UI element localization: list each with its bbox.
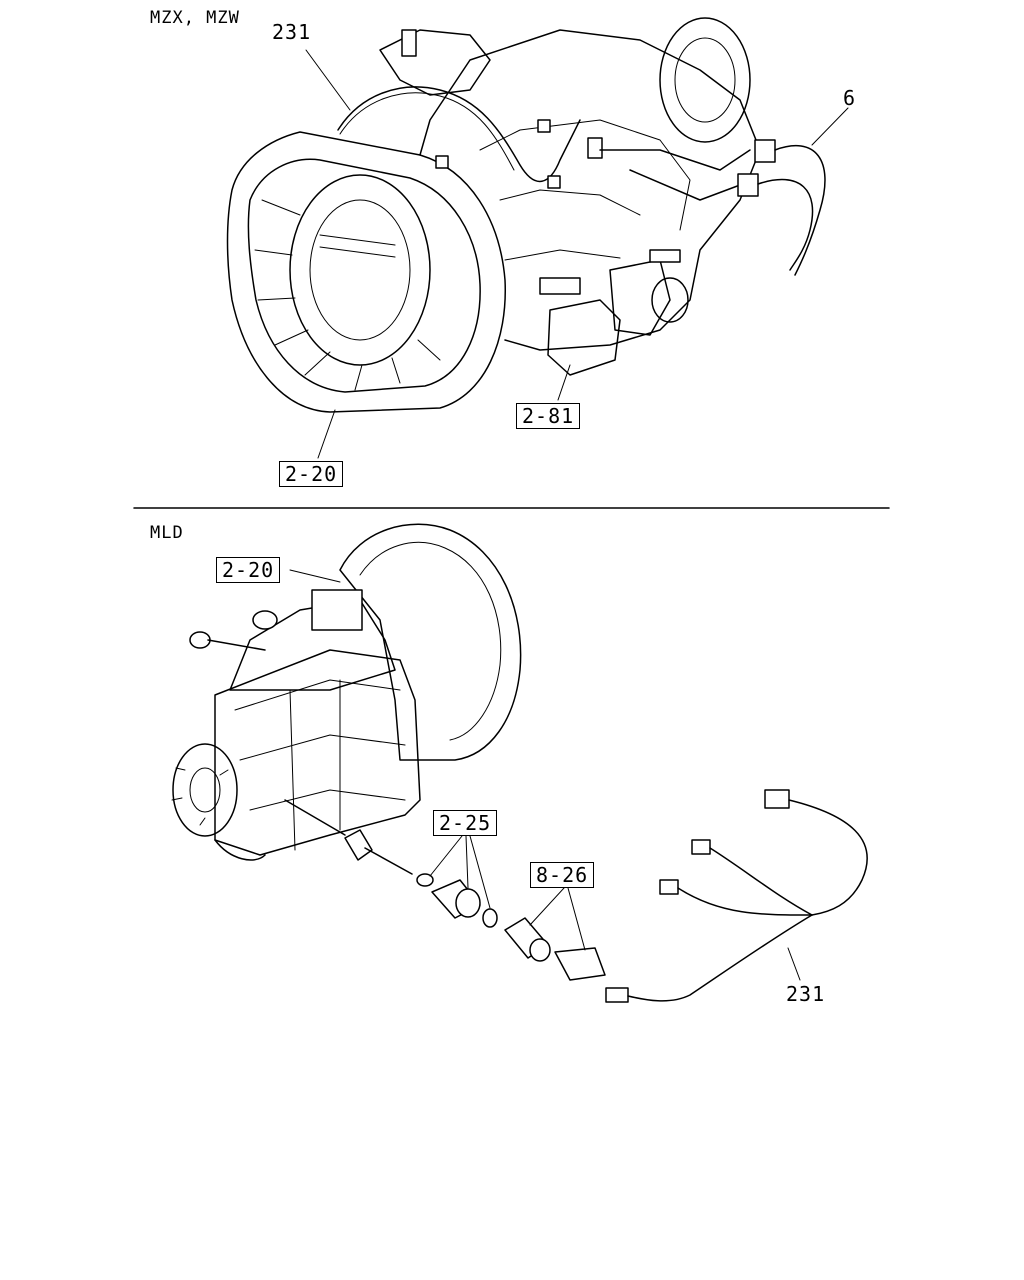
harness-connector xyxy=(587,137,603,159)
sensor-bracket xyxy=(554,947,606,981)
harness-connector xyxy=(537,119,551,133)
valve-knob xyxy=(252,610,278,630)
callout-2-20-bottom: 2-20 xyxy=(216,557,281,583)
o-ring xyxy=(416,873,434,887)
harness-231-top-b xyxy=(339,92,515,171)
section-heading-bottom: MLD xyxy=(150,523,184,543)
sleeve-end xyxy=(455,888,481,918)
callout-2-20-top: 2-20 xyxy=(279,461,344,487)
flange-studs xyxy=(171,767,229,826)
bell-housing-outer xyxy=(339,523,522,761)
leader-8-26-b xyxy=(567,887,586,951)
drive-gear xyxy=(344,829,373,861)
leader-2-81 xyxy=(557,364,571,401)
rear-case-edge xyxy=(214,839,266,861)
shift-control-assembly xyxy=(229,599,396,691)
bell-housing-inner xyxy=(247,158,481,393)
bell-housing-inner xyxy=(359,541,502,741)
bell-housing-outer xyxy=(226,131,506,413)
callout-2-81: 2-81 xyxy=(516,403,581,429)
harness-branch-a xyxy=(788,799,868,916)
main-case-details xyxy=(479,119,691,261)
rear-flange-inner xyxy=(674,37,736,123)
side-flange xyxy=(651,277,689,323)
bell-housing-ribs xyxy=(254,199,441,391)
bottom-transmission-illustration xyxy=(171,523,868,1003)
leader-2-25-c xyxy=(469,835,491,909)
top-transmission-illustration xyxy=(226,17,849,459)
leader-8-26-a xyxy=(529,887,565,926)
section-heading-top: MZX, MZW xyxy=(150,8,240,28)
output-flange-hub xyxy=(189,767,221,813)
callout-231-bottom: 231 xyxy=(786,982,826,1006)
harness-connector xyxy=(659,879,679,895)
sensor-body xyxy=(539,277,581,295)
lever xyxy=(207,639,266,651)
leader-6 xyxy=(811,107,849,146)
leader-2-20-top xyxy=(317,409,336,459)
harness-6-cable-b xyxy=(757,178,814,271)
leader-2-25-b xyxy=(465,835,469,889)
harness-branch-c xyxy=(677,887,813,916)
harness-6-cable xyxy=(774,145,826,276)
input-shaft xyxy=(319,234,396,246)
harness-trunk xyxy=(627,914,813,1002)
clutch-opening xyxy=(289,174,431,366)
leader-231-bottom xyxy=(787,947,801,981)
callout-231-top: 231 xyxy=(272,20,312,44)
harness-connector xyxy=(764,789,790,809)
harness-branch-b xyxy=(709,847,813,916)
speed-sensor-end xyxy=(529,938,551,962)
drive-shaft xyxy=(364,847,413,875)
shift-actuator-block xyxy=(311,589,363,631)
harness-6-lead xyxy=(599,149,751,171)
harness-6-lead-b xyxy=(629,169,741,201)
harness-connector xyxy=(691,839,711,855)
leader-2-25-a xyxy=(429,835,463,877)
harness-6-connector xyxy=(737,173,759,197)
clutch-opening-inner xyxy=(309,199,411,341)
callout-2-25: 2-25 xyxy=(433,810,498,836)
output-flange xyxy=(172,743,238,837)
shift-tower-post xyxy=(401,29,417,57)
harness-connector xyxy=(605,987,629,1003)
harness-6-connector xyxy=(754,139,776,163)
leader-sensor-axis xyxy=(284,799,346,836)
callout-6: 6 xyxy=(843,86,857,110)
switch-body xyxy=(649,249,681,263)
leader-2-20-bottom xyxy=(289,569,341,583)
main-case-details xyxy=(234,679,406,851)
lever-knob xyxy=(189,631,211,649)
harness-connector xyxy=(547,175,561,189)
callout-8-26: 8-26 xyxy=(530,862,595,888)
shift-tower xyxy=(379,29,491,96)
input-shaft-edge xyxy=(319,246,396,258)
harness-231-top xyxy=(337,86,581,183)
rear-flange xyxy=(659,17,751,143)
main-case-outline xyxy=(214,649,421,856)
actuator-2-81 xyxy=(547,299,621,376)
seal-ring xyxy=(482,908,498,928)
leader-231-top xyxy=(305,49,351,111)
harness-connector xyxy=(435,155,449,169)
